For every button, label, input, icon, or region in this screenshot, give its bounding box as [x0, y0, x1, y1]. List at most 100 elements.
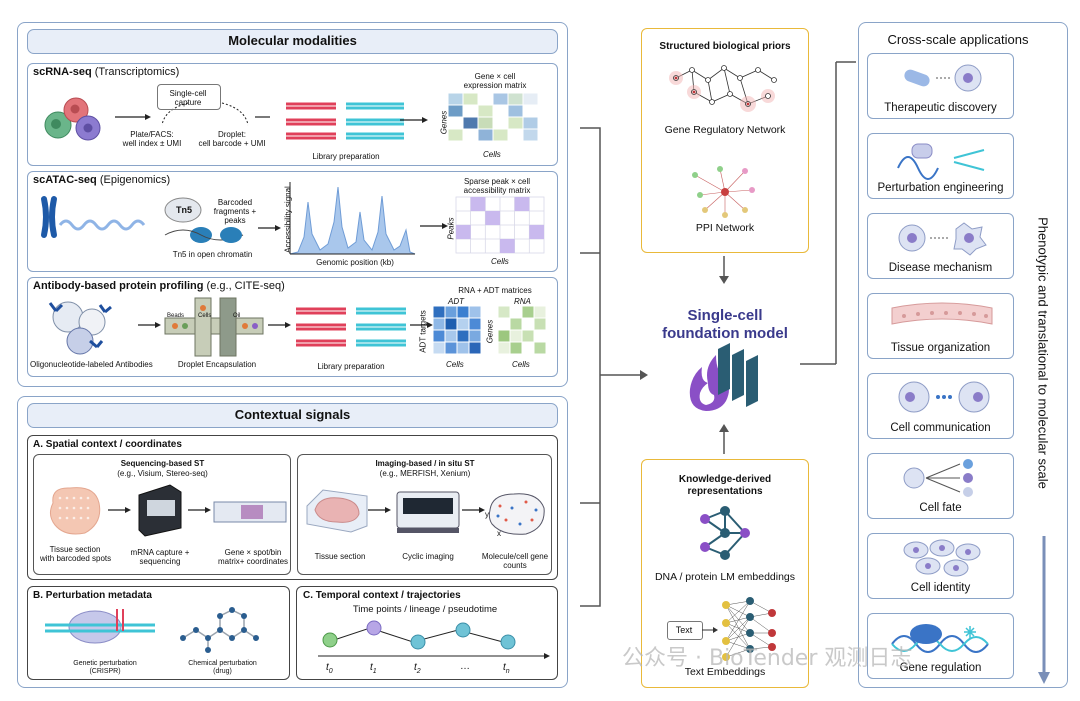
priors-to-model-arrow: [719, 256, 729, 284]
sequencer-icon: [138, 484, 182, 537]
scrna-arrow-2: [400, 117, 428, 123]
antibody-cells-icon: [48, 301, 112, 355]
app-label: Tissue organization: [890, 342, 991, 354]
tn5-label: Tn5: [176, 205, 193, 215]
ellipsis-label: …: [460, 661, 470, 672]
imaging-arrow-1: [368, 507, 391, 513]
left-connector-lines: [580, 127, 648, 607]
app-perturbation-engineering: Perturbation engineering: [867, 133, 1014, 199]
t0-label: t0: [326, 662, 333, 675]
crispr-icon: [45, 609, 155, 644]
imaging-instrument-icon: [396, 491, 460, 533]
tn-label: tn: [503, 662, 510, 675]
spatial-context-title: A. Spatial context / coordinates: [33, 439, 182, 450]
genomic-position-label: Genomic position (kb): [316, 258, 394, 267]
diseased-cell-icon: [898, 222, 987, 256]
rna-matrix: [497, 305, 547, 355]
scale-vertical-label: Phenotypic and translational to molecula…: [1035, 217, 1051, 489]
scrna-genes-label: Genes: [439, 110, 449, 135]
scatac-sparse-matrix: [455, 196, 545, 254]
tn5-icon: [164, 197, 244, 243]
single-cell-capture-label: Single-cell capture: [169, 89, 207, 107]
ppi-label: PPI Network: [695, 222, 755, 234]
axis-y-label: y: [485, 510, 489, 519]
imaging-st-examples: (e.g., MERFISH, Xenium): [379, 469, 471, 478]
droplet-label: Droplet:cell barcode + UMI: [198, 130, 266, 148]
sequencing-st-title: Sequencing-based ST: [120, 459, 205, 468]
rna-label: RNA: [514, 297, 531, 306]
chemical-perturbation-label: Chemical perturbation(drug): [188, 660, 257, 675]
scrna-arrows: [115, 102, 270, 126]
pill-cell-icon: [904, 64, 982, 92]
adt-matrix: [432, 305, 482, 355]
app-cell-fate: Cell fate: [867, 453, 1014, 519]
oil-label: Oil: [233, 313, 241, 319]
model-to-applications-connector: [800, 61, 856, 365]
antibody-library-label: Library preparation: [317, 362, 385, 371]
tn5-open-chromatin-label: Tn5 in open chromatin: [172, 250, 253, 259]
app-label: Therapeutic discovery: [884, 102, 997, 114]
genetic-perturbation-label: Genetic perturbation(CRISPR): [73, 660, 137, 675]
ppi-network-icon: [692, 166, 755, 218]
beads-label: Beads: [167, 313, 185, 319]
text-embedding-network-icon: [702, 597, 776, 661]
temporal-subtitle: Time points / lineage / pseudotime: [352, 604, 498, 615]
grn-label: Gene Regulatory Network: [664, 124, 786, 136]
t2-label: t2: [414, 662, 421, 675]
antibody-library-dna: [296, 307, 406, 347]
scatac-arrow-2: [420, 223, 448, 229]
accessibility-signal-plot: [289, 182, 416, 255]
app-cell-communication: Cell communication: [867, 373, 1014, 439]
app-tissue-organization: Tissue organization: [867, 293, 1014, 359]
scrna-seq-title: scRNA-seq (Transcriptomics): [33, 66, 180, 78]
temporal-context-title: C. Temporal context / trajectories: [303, 590, 461, 601]
oligo-antibodies-label: Oligonucleotide-labeled Antibodies: [30, 360, 153, 369]
rna-cells-label: Cells: [512, 360, 530, 369]
app-label: Cell fate: [919, 502, 962, 514]
cell-cluster-icon: [903, 539, 981, 577]
app-gene-regulation: Gene regulation: [867, 613, 1014, 679]
accessibility-y-label: Accessibility signal: [283, 186, 293, 253]
app-disease-mechanism: Disease mechanism: [867, 213, 1014, 279]
text-input-label: Text: [675, 625, 693, 635]
spatial-seq-arrow-2: [188, 507, 211, 513]
cyclic-imaging-label: Cyclic imaging: [402, 552, 454, 561]
rna-adt-matrix-title: RNA + ADT matrices: [458, 286, 532, 295]
scrna-cells-label: Cells: [483, 150, 501, 159]
applications-title: Cross-scale applications: [887, 32, 1029, 47]
watermark: 公众号 · BioTender 观测日志: [622, 646, 913, 671]
foundation-model-logo-icon: [689, 343, 758, 411]
structured-priors-title: Structured biological priors: [659, 41, 791, 52]
droplet-chip-icon: [164, 297, 264, 357]
plate-facs-label: Plate/FACS:well index ± UMI: [122, 130, 182, 148]
brain-tissue-icon: [306, 489, 368, 533]
antibody-arrow-3: [410, 322, 433, 328]
trajectory-icon: [318, 620, 550, 659]
scatac-arrow-1: [258, 225, 281, 231]
chemical-structure-icon: [180, 607, 259, 653]
tissue-section-label: Tissue section: [314, 552, 366, 561]
cells-chip-label: Cells: [198, 313, 212, 319]
scatac-seq-title: scATAC-seq (Epigenomics): [33, 174, 171, 186]
antibody-profiling-title: Antibody-based protein profiling (e.g., …: [33, 280, 285, 292]
scrna-expression-matrix: [447, 92, 539, 142]
tissue-layer-icon: [891, 302, 993, 325]
dna-lm-label: DNA / protein LM embeddings: [654, 571, 796, 583]
contextual-signals-title: Contextual signals: [27, 403, 558, 428]
molecule-map-icon: [488, 493, 545, 535]
scrna-library-label: Library preparation: [312, 152, 380, 161]
axis-x-label: x: [497, 529, 501, 538]
app-label: Disease mechanism: [888, 262, 993, 274]
sequencing-st-examples: (e.g., Visium, Stereo-seq): [117, 469, 208, 478]
imaging-arrow-2: [462, 507, 485, 513]
adt-label: ADT: [448, 297, 464, 306]
scrna-cells-icon: [44, 97, 101, 141]
scatac-cells-label: Cells: [491, 257, 509, 266]
cell-fate-icon: [903, 459, 973, 497]
